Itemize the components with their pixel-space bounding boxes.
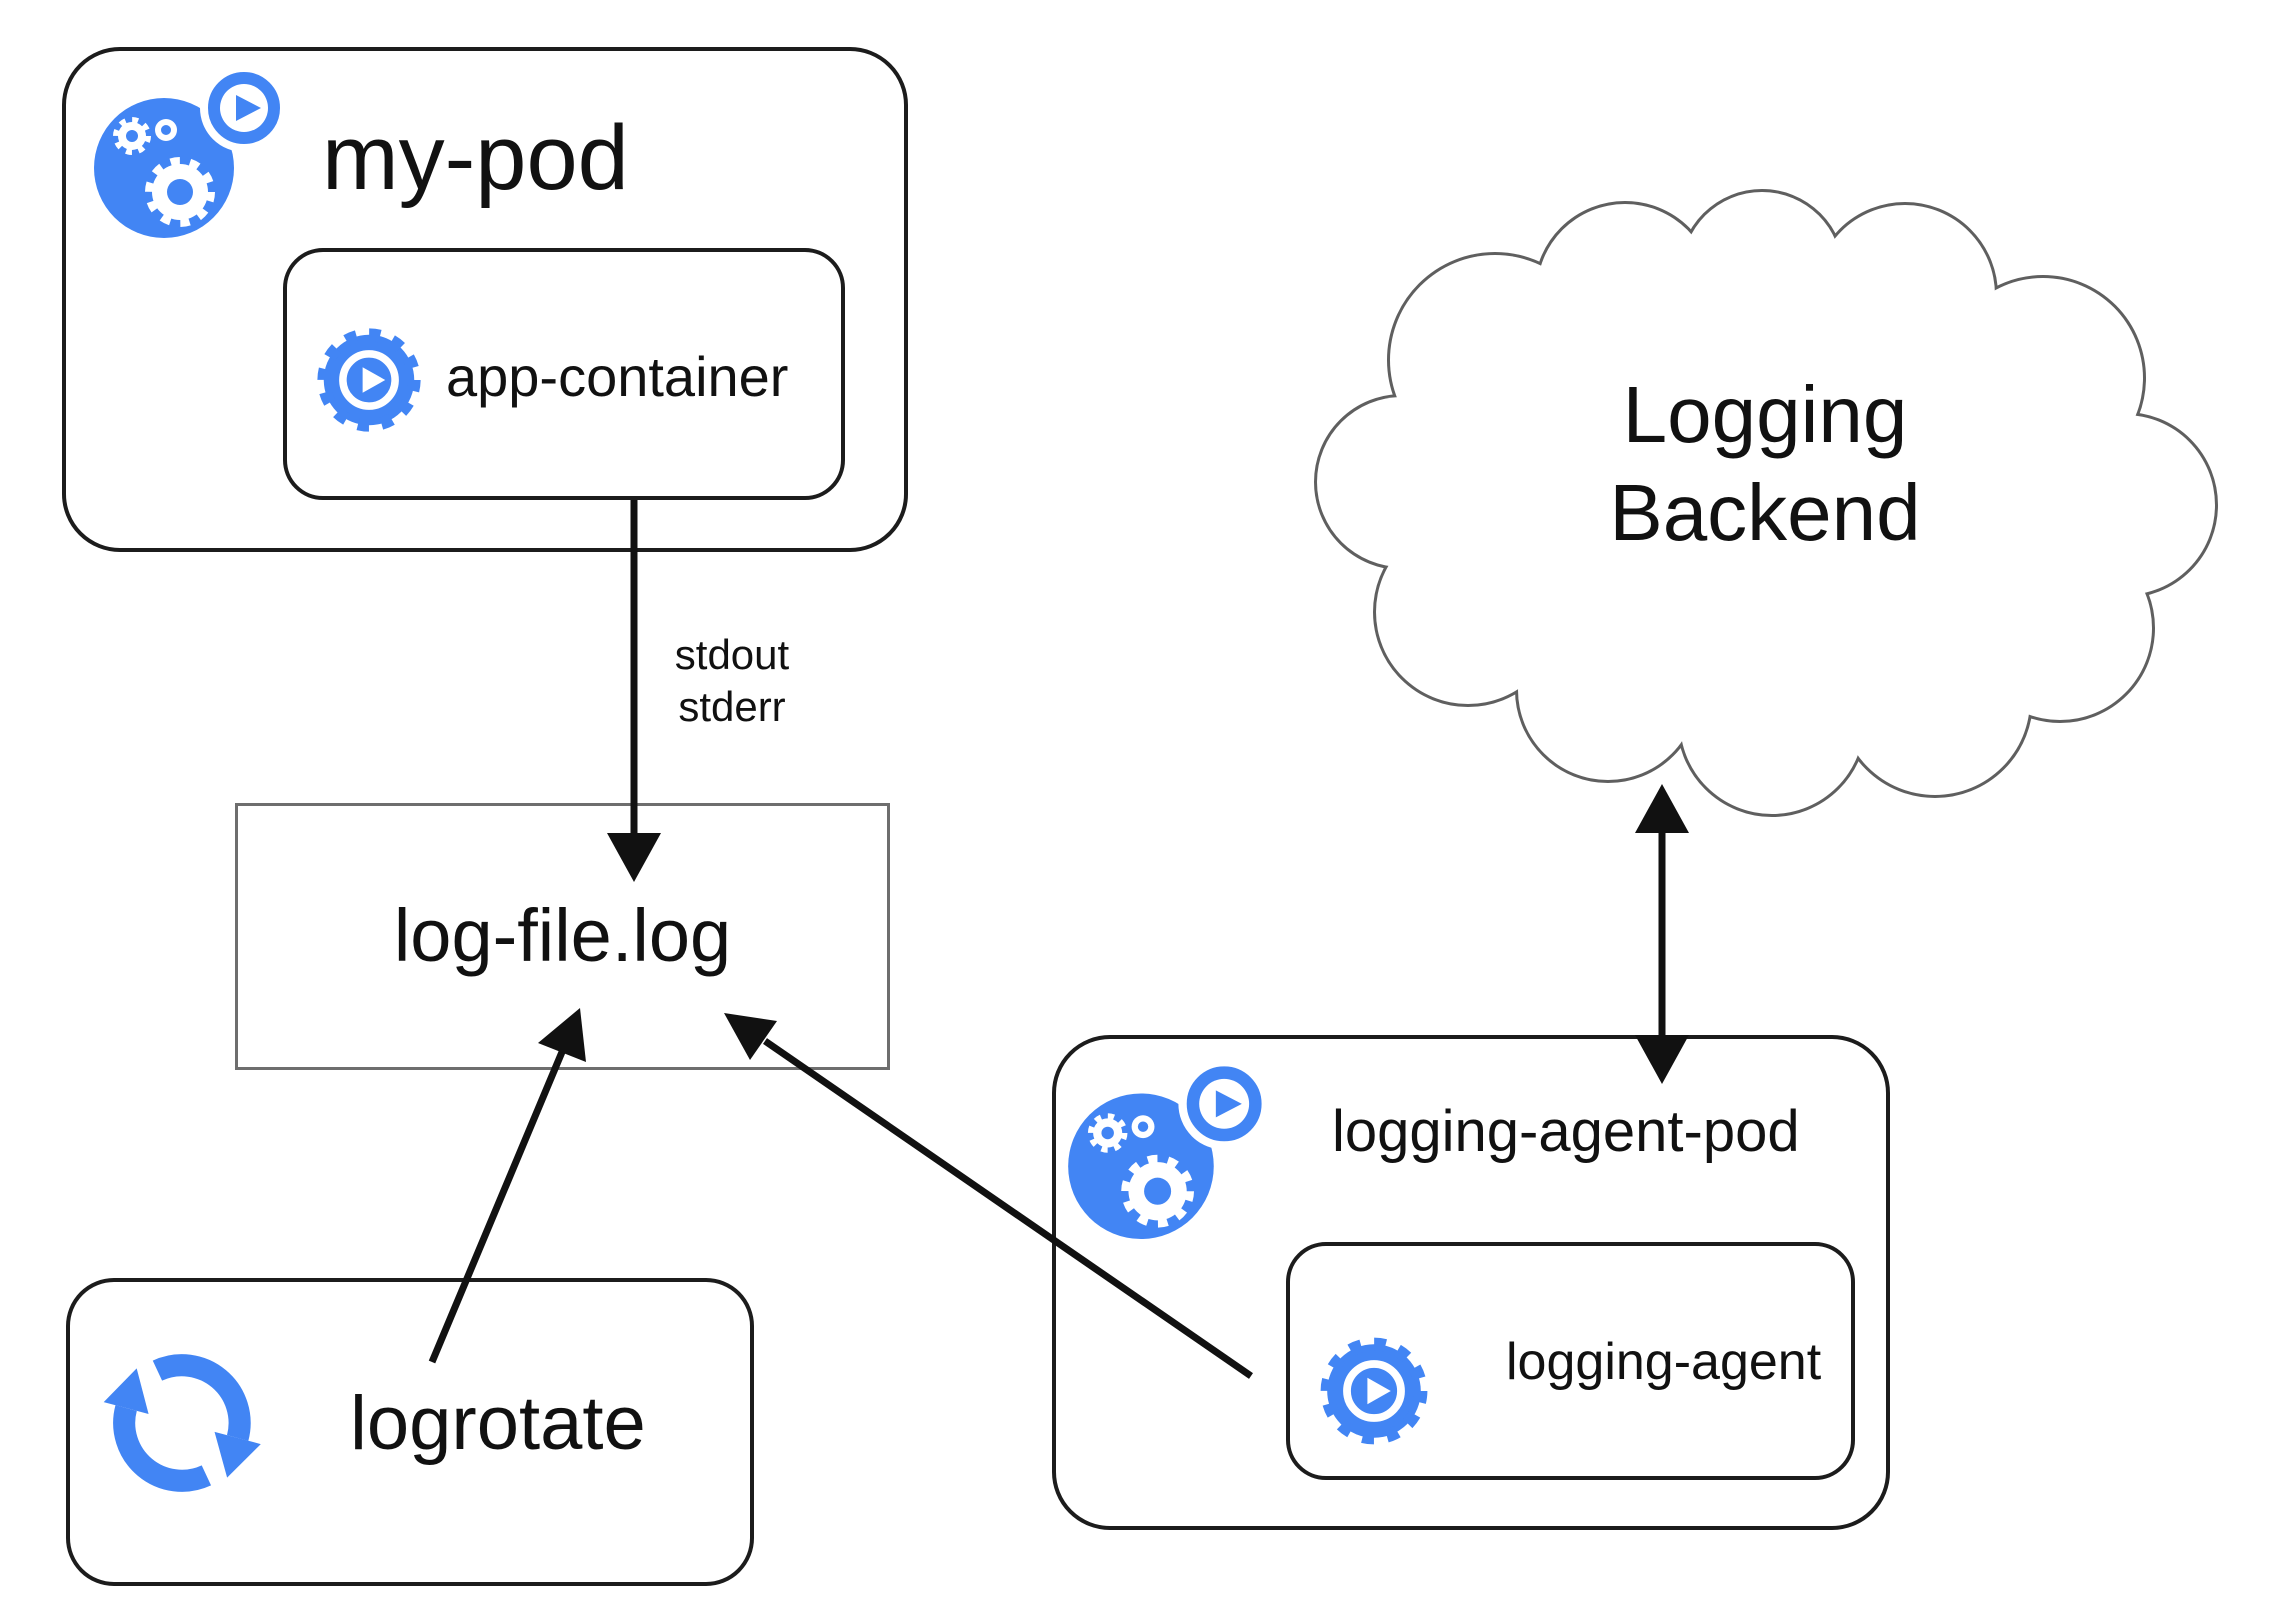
stdout-label: stdout: [674, 631, 790, 678]
logging-agent-label: logging-agent: [1506, 1333, 1822, 1391]
logging-agent-pod-label: logging-agent-pod: [1332, 1099, 1800, 1164]
logrotate-label: logrotate: [350, 1381, 646, 1466]
logging-backend-label: Logging Backend: [1545, 366, 1985, 562]
my-pod-label: my-pod: [322, 107, 629, 209]
stderr-label: stderr: [678, 683, 786, 730]
log-file-label: log-file.log: [393, 894, 732, 977]
app-container-label: app-container: [446, 345, 789, 408]
logging-backend-line2: Backend: [1609, 468, 1921, 557]
logging-backend-line1: Logging: [1622, 370, 1908, 459]
